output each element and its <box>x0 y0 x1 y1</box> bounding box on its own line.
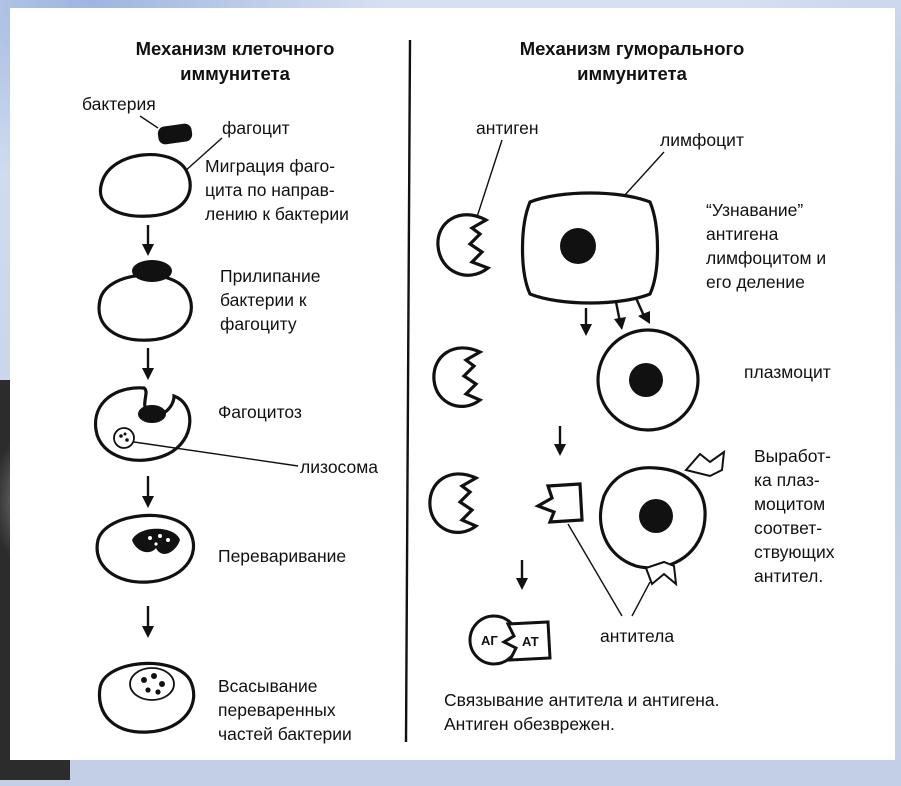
label-phagocyte: фагоцит <box>222 118 290 138</box>
phagocyte-cell-migration <box>100 155 190 217</box>
column-divider <box>406 40 410 742</box>
bacterium-attached <box>132 260 172 282</box>
flow-arrow-3 <box>142 476 154 508</box>
antibody-released-top <box>686 452 724 476</box>
recognition-line-2: антигена <box>706 224 779 244</box>
step-migration-line-2: цита по направ- <box>205 180 335 200</box>
cellular-title-line-2: иммунитета <box>180 63 291 84</box>
step-digestion: Переваривание <box>218 546 346 566</box>
humoral-title-line-2: иммунитета <box>577 63 688 84</box>
label-lysosome: лизосома <box>300 457 378 477</box>
label-antibodies: антитела <box>600 626 674 646</box>
step-absorption-line-1: Всасывание <box>218 676 318 696</box>
production-line-1: Выработ- <box>754 446 831 466</box>
bacterium-engulfed <box>138 405 166 423</box>
phagocyte-cell-adhesion <box>99 275 191 340</box>
recognition-line-1: “Узнавание” <box>706 200 803 220</box>
producing-plasmocyte-nucleus <box>639 499 673 533</box>
antibodies-leader-line-2 <box>632 582 650 616</box>
label-plasmocyte: плазмоцит <box>744 362 831 382</box>
plasmocyte-nucleus <box>629 363 663 397</box>
step-migration-line-3: лению к бактерии <box>205 204 349 224</box>
antigen-leader-line <box>476 140 502 220</box>
recognition-line-4: его деление <box>706 272 805 292</box>
flow-arrow-humoral-1 <box>554 426 566 456</box>
flow-arrow-humoral-2 <box>516 560 528 590</box>
production-line-2: ка плаз- <box>754 470 820 490</box>
step-adhesion-line-3: фагоциту <box>220 314 297 334</box>
step-migration-line-1: Миграция фаго- <box>205 156 335 176</box>
lymphocyte-nucleus <box>560 228 596 264</box>
lysosome <box>114 428 134 448</box>
recognition-line-3: лимфоцитом и <box>706 248 826 268</box>
label-antigen: антиген <box>476 118 539 138</box>
conclusion-line-2: Антиген обезврежен. <box>444 714 615 734</box>
antigen-2 <box>434 348 480 406</box>
production-line-3: моцитом <box>754 494 825 514</box>
production-line-4: соответ- <box>754 518 822 538</box>
antigen-antibody-complex: АГ АТ <box>470 616 550 664</box>
step-adhesion-line-2: бактерии к <box>220 290 307 310</box>
absorption-vacuole <box>130 668 174 700</box>
label-bacteria: бактерия <box>82 94 156 114</box>
antigen-3 <box>430 474 476 532</box>
complex-label-antigen: АГ <box>481 633 498 648</box>
flow-arrow-1 <box>142 225 154 256</box>
label-lymphocyte: лимфоцит <box>660 130 744 150</box>
lymphocyte-leader-line <box>624 152 664 196</box>
humoral-title-line-1: Механизм гуморального <box>520 38 745 59</box>
production-line-5: ствующих <box>754 542 835 562</box>
cellular-title-line-1: Механизм клеточного <box>136 38 335 59</box>
conclusion-line-1: Связывание антитела и антигена. <box>444 690 719 710</box>
phagocyte-cell-engulfing <box>96 388 190 460</box>
flow-arrow-2 <box>142 348 154 380</box>
bacterium <box>157 123 193 146</box>
step-absorption-line-2: переваренных <box>218 700 336 720</box>
flow-arrow-4 <box>142 606 154 638</box>
step-phagocytosis: Фагоцитоз <box>218 402 302 422</box>
antigen-1 <box>438 215 488 275</box>
complex-label-antibody: АТ <box>522 634 539 649</box>
production-line-6: антител. <box>754 566 823 586</box>
antibody-free <box>538 484 582 522</box>
step-adhesion-line-1: Прилипание <box>220 266 320 286</box>
bacteria-leader-line <box>140 116 158 128</box>
step-absorption-line-3: частей бактерии <box>218 724 352 744</box>
